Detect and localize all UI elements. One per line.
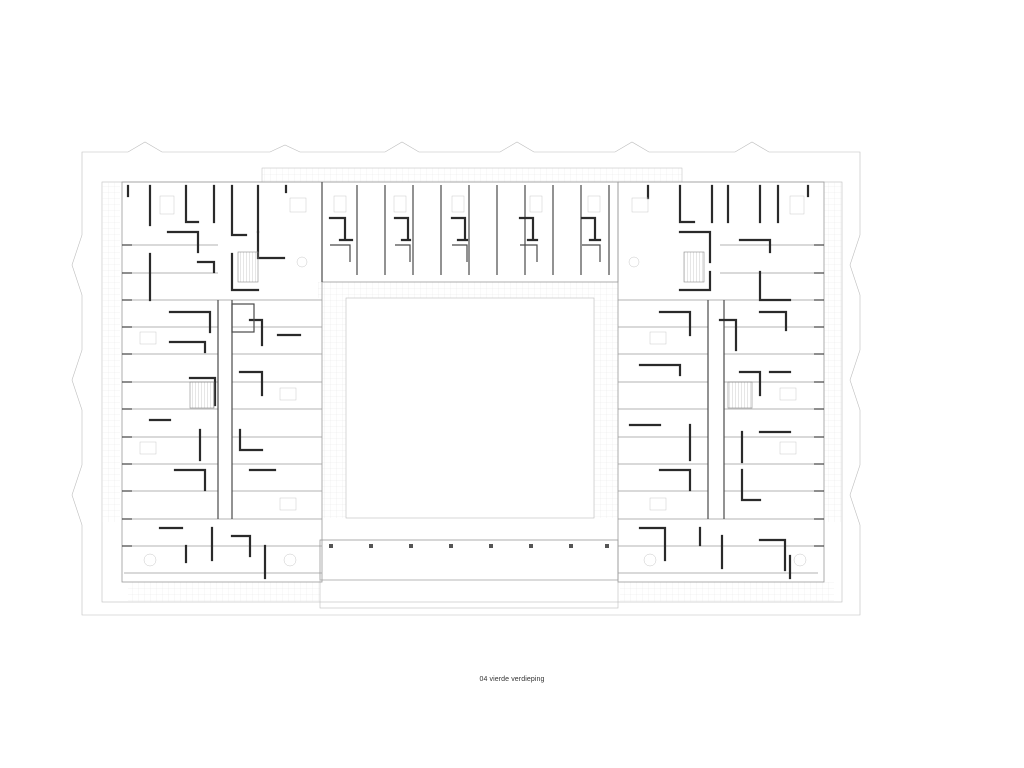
drawing-caption: 04 vierde verdieping bbox=[479, 676, 545, 683]
left-wing-separators bbox=[124, 244, 322, 574]
facade-wall-stubs bbox=[122, 244, 824, 547]
courtyard bbox=[319, 297, 619, 609]
furniture bbox=[139, 195, 807, 567]
left-wing-walls bbox=[126, 184, 302, 580]
pergola-columns bbox=[329, 544, 609, 548]
building-slabs bbox=[121, 181, 825, 583]
right-wing-separators bbox=[618, 244, 818, 574]
top-wing-walls bbox=[321, 182, 610, 282]
terrace-decking bbox=[102, 167, 842, 602]
right-wing-walls bbox=[628, 184, 810, 580]
